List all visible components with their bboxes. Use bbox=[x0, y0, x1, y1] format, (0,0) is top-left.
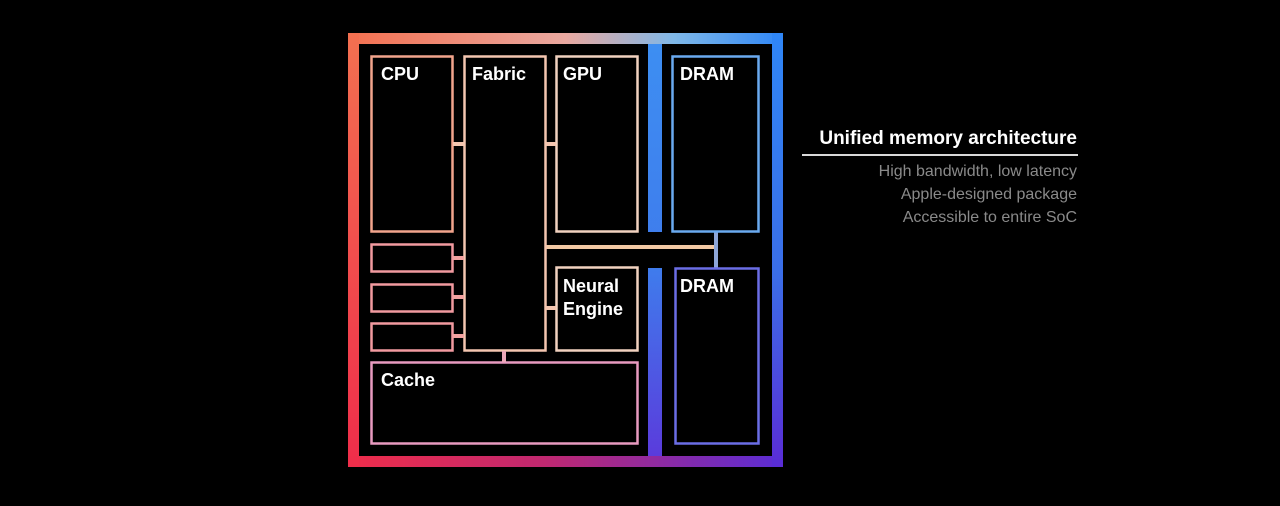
fabric-label: Fabric bbox=[472, 64, 527, 84]
frame-right bbox=[772, 33, 783, 467]
fabric-cache-link bbox=[502, 351, 506, 362]
sub2-fabric-link bbox=[453, 295, 464, 299]
cpu-sub-block-3 bbox=[370, 322, 454, 352]
dram-gap bbox=[662, 268, 674, 456]
dram-junction bbox=[714, 232, 718, 268]
sub1-fabric-link bbox=[453, 256, 464, 260]
memory-bus-upper bbox=[648, 44, 662, 232]
cache-label: Cache bbox=[381, 370, 436, 390]
cpu-sub-block-2 bbox=[370, 283, 454, 313]
dram-bottom-block bbox=[674, 267, 760, 445]
cpu-label: CPU bbox=[381, 64, 420, 84]
frame-top bbox=[348, 33, 783, 44]
cpu-fabric-link bbox=[453, 142, 464, 146]
neural-engine-block bbox=[555, 266, 639, 352]
feature-line-3: Accessible to entire SoC bbox=[902, 209, 1077, 226]
fabric-gpu-link bbox=[546, 142, 556, 146]
feature-line-1: High bandwidth, low latency bbox=[878, 163, 1077, 180]
neural-engine-label-line2: Engine bbox=[563, 299, 624, 319]
cache-block bbox=[370, 361, 639, 445]
dram-bottom-label: DRAM bbox=[680, 276, 734, 296]
dram-top-label: DRAM bbox=[680, 64, 734, 84]
cpu-block bbox=[370, 55, 454, 233]
cpu-sub-block-1 bbox=[370, 243, 454, 273]
sub3-fabric-link bbox=[453, 334, 464, 338]
title-divider bbox=[802, 154, 1078, 156]
gpu-block bbox=[555, 55, 639, 233]
frame-bottom bbox=[348, 456, 783, 467]
neural-engine-label-line1: Neural bbox=[563, 276, 620, 296]
gpu-label: GPU bbox=[563, 64, 603, 84]
feature-line-2: Apple-designed package bbox=[900, 186, 1077, 203]
frame-left bbox=[348, 33, 359, 467]
memory-bus-lower bbox=[648, 268, 662, 456]
fabric-block bbox=[463, 55, 547, 352]
dram-top-block bbox=[671, 55, 760, 233]
side-panel-title: Unified memory architecture bbox=[819, 128, 1077, 149]
fabric-dram-link bbox=[545, 245, 717, 249]
fabric-neural-link bbox=[546, 306, 556, 310]
